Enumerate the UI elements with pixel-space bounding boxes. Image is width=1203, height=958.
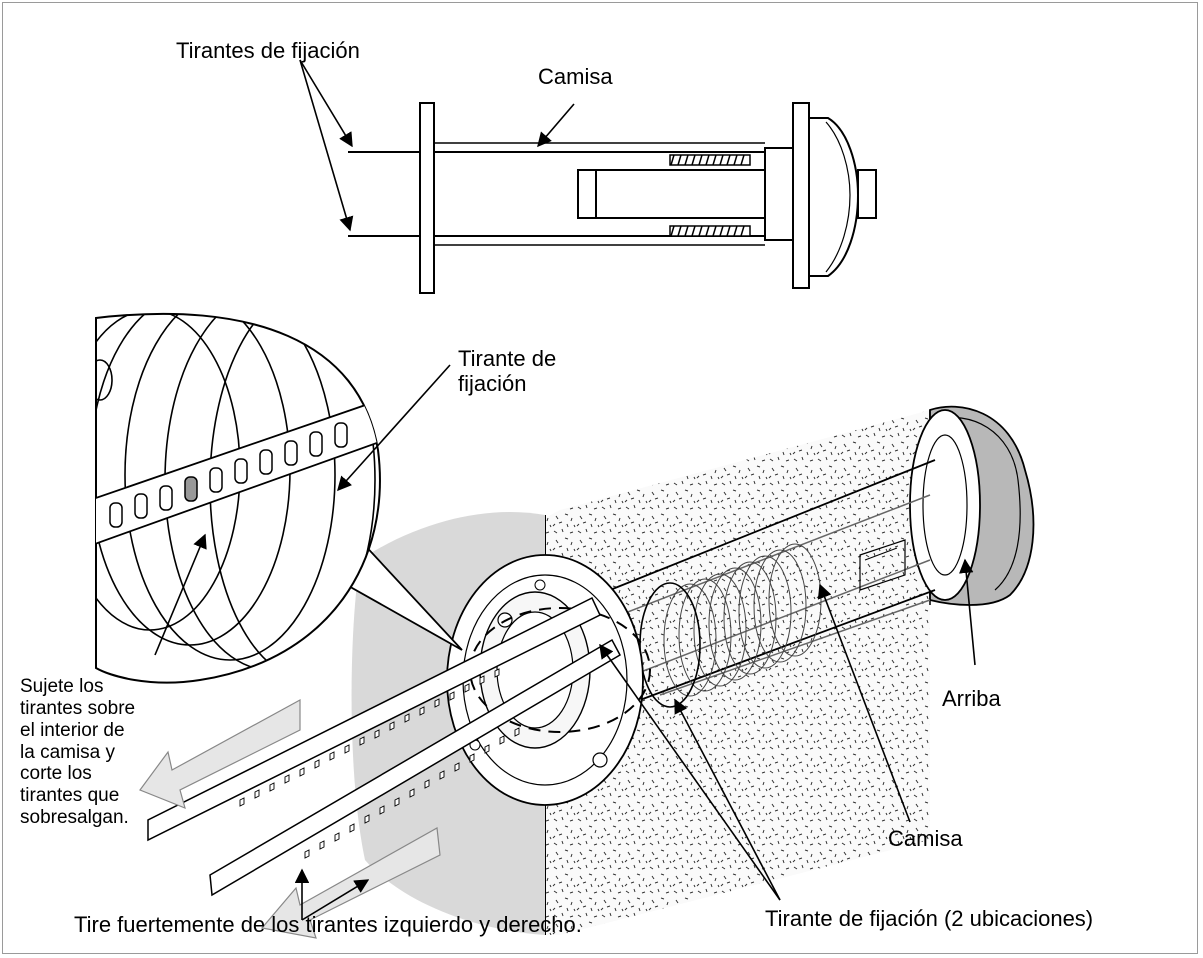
top-sleeve-drawing bbox=[348, 102, 877, 294]
pull-straps bbox=[147, 596, 622, 897]
label-secure-line: tirantes sobre bbox=[20, 697, 136, 719]
zoom-bubble bbox=[95, 312, 463, 684]
sleeve-tube bbox=[609, 459, 936, 708]
label-up: Arriba bbox=[942, 686, 1001, 711]
leader-lines bbox=[154, 364, 976, 921]
label-secure-line: tirantes que bbox=[20, 785, 120, 807]
label-secure-line: el interior de bbox=[20, 719, 125, 741]
outer-hood bbox=[909, 405, 1035, 606]
label-secure-instruction: Sujete los tirantes sobre el interior de… bbox=[20, 676, 150, 829]
label-secure-line: corte los bbox=[20, 763, 92, 785]
label-sleeve: Camisa bbox=[888, 826, 963, 851]
label-secure-line: Sujete los bbox=[20, 676, 104, 697]
top-leader-lines bbox=[299, 59, 575, 232]
label-zoom-strap-line2: fijación bbox=[458, 371, 527, 397]
label-secure-line: sobresalgan. bbox=[20, 807, 129, 829]
label-top-straps: Tirantes de fijación bbox=[176, 38, 360, 63]
label-strap-locations: Tirante de fijación (2 ubicaciones) bbox=[765, 906, 1094, 931]
label-zoom-strap: Tirante de fijación bbox=[458, 346, 556, 397]
pull-direction-arrows bbox=[139, 698, 441, 939]
label-secure-line: la camisa y bbox=[20, 741, 116, 763]
label-zoom-strap-line1: Tirante de bbox=[458, 346, 557, 371]
label-top-sleeve: Camisa bbox=[538, 64, 613, 89]
label-pull-instruction: Tire fuertemente de los tirantes izquier… bbox=[74, 912, 582, 937]
